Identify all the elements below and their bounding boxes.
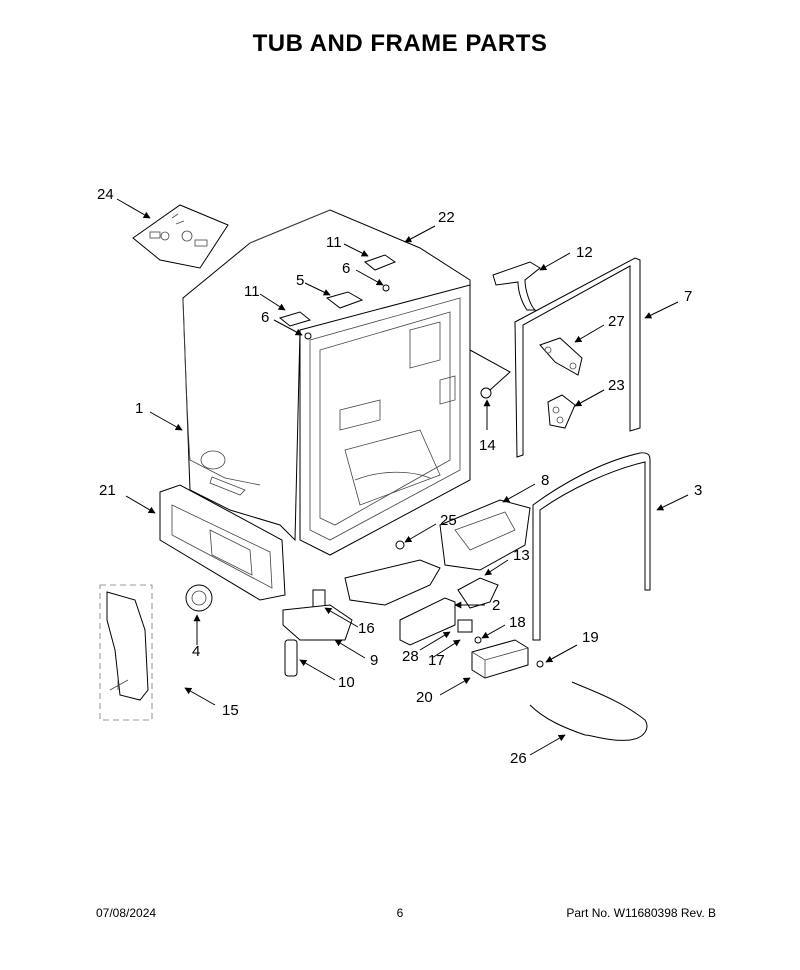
- bracket-drawing: [344, 559, 441, 606]
- callout-14: 14: [479, 437, 496, 454]
- callout-9: 9: [370, 652, 378, 669]
- tub-gasket-drawing: [532, 452, 651, 641]
- cable-harness-drawing: [529, 681, 648, 741]
- callout-6-top: 6: [342, 260, 350, 277]
- callout-labels: 24 22 11 6 5 12 11 6 7 27 1 23 14 21 8 3…: [97, 186, 702, 767]
- base-support-drawing: [439, 499, 531, 571]
- callout-11-left: 11: [244, 283, 260, 300]
- gasket-drawing: [514, 257, 641, 458]
- callout-4: 4: [192, 643, 200, 660]
- callout-2: 2: [492, 597, 500, 614]
- hinge-assembly-drawings: [539, 337, 583, 429]
- footer-date: 07/08/2024: [96, 906, 157, 920]
- callout-20: 20: [416, 689, 433, 706]
- callout-1: 1: [135, 400, 143, 417]
- callout-22: 22: [438, 209, 455, 226]
- drain-parts-drawing: [282, 589, 353, 677]
- callout-11-top: 11: [326, 234, 342, 251]
- callout-18: 18: [509, 614, 526, 631]
- callout-12: 12: [576, 244, 593, 261]
- callout-28: 28: [402, 648, 419, 665]
- callout-10: 10: [338, 674, 355, 691]
- callout-23: 23: [608, 377, 625, 394]
- callout-25: 25: [440, 512, 457, 529]
- callout-27: 27: [608, 313, 625, 330]
- callout-26: 26: [510, 750, 527, 767]
- callout-24: 24: [97, 186, 114, 203]
- callout-17: 17: [428, 652, 445, 669]
- callout-6-left: 6: [261, 309, 269, 326]
- footer-part-number: Part No. W11680398 Rev. B: [566, 906, 716, 920]
- callout-7: 7: [684, 288, 692, 305]
- connector-drawings: [457, 619, 482, 644]
- tub-assembly-drawing: [182, 209, 471, 556]
- pump-drawing: [185, 584, 213, 612]
- callout-5: 5: [296, 272, 304, 289]
- wire-drawing: [469, 349, 511, 391]
- hardware-bag-drawing: [132, 204, 229, 269]
- callout-3: 3: [694, 482, 702, 499]
- leader-lines: [116, 198, 689, 756]
- callout-19: 19: [582, 629, 599, 646]
- callout-15: 15: [222, 702, 239, 719]
- hinge-bracket-drawings: [278, 254, 397, 340]
- front-frame-drawing: [159, 484, 286, 601]
- footer-page-number: 6: [396, 906, 404, 920]
- callout-21: 21: [99, 482, 116, 499]
- callout-8: 8: [541, 472, 549, 489]
- callout-16: 16: [358, 620, 375, 637]
- callout-13: 13: [513, 547, 530, 564]
- top-bracket-drawing: [492, 261, 541, 311]
- page-title: TUB AND FRAME PARTS: [252, 30, 548, 57]
- side-panel-drawing: [99, 584, 153, 721]
- control-box-drawing: [471, 639, 529, 679]
